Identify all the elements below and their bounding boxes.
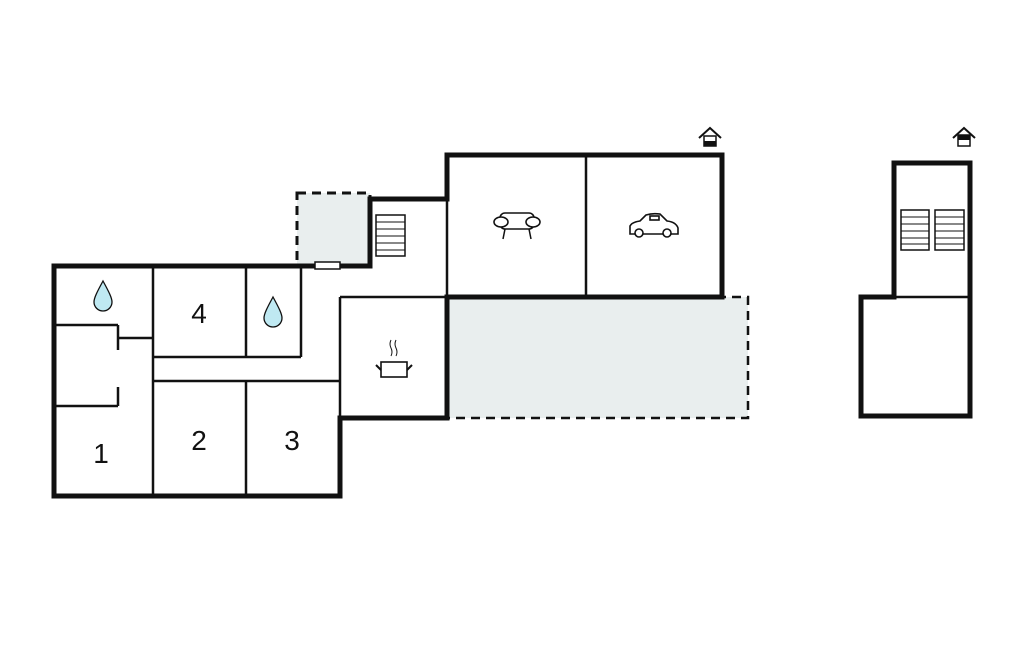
- terrace-large: [445, 295, 750, 420]
- living-sofa-icon: [493, 212, 541, 240]
- entrance-icon: [698, 126, 722, 147]
- interior-walls: [54, 155, 588, 496]
- window: [314, 261, 341, 270]
- kitchen-pot-icon: [375, 339, 413, 378]
- stairs-icon: [934, 209, 965, 251]
- room-label-4: 4: [191, 298, 207, 329]
- room-label-1: 1: [93, 438, 109, 469]
- outer-wall-main: [51, 152, 725, 499]
- room-label-3: 3: [284, 425, 300, 456]
- entrance-icon: [952, 126, 976, 147]
- outer-wall-annex: [858, 160, 973, 419]
- bathroom-drop-icon: [263, 295, 283, 328]
- room-label-2: 2: [191, 425, 207, 456]
- stairs-icon: [900, 209, 930, 251]
- garage-car-icon: [629, 212, 679, 238]
- terrace-small: [295, 191, 372, 268]
- stairs-icon: [375, 214, 406, 257]
- bathroom-drop-icon: [93, 279, 113, 312]
